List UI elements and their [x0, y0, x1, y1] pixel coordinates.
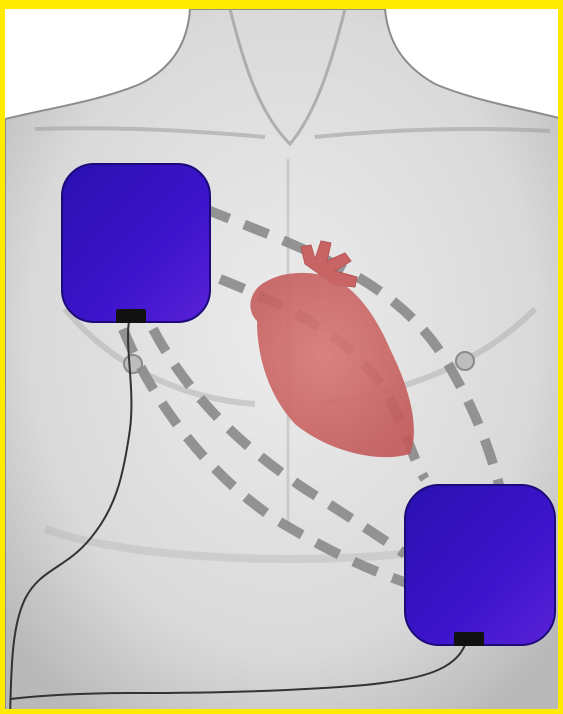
lower-left-side-pad: [405, 485, 555, 646]
pad-connector: [454, 632, 484, 646]
pad-connector: [116, 309, 146, 323]
defibrillation-diagram: [5, 9, 563, 714]
pad-body: [62, 164, 210, 322]
upper-right-chest-pad: [62, 164, 210, 323]
pad-body: [405, 485, 555, 645]
nipple-right: [456, 352, 474, 370]
